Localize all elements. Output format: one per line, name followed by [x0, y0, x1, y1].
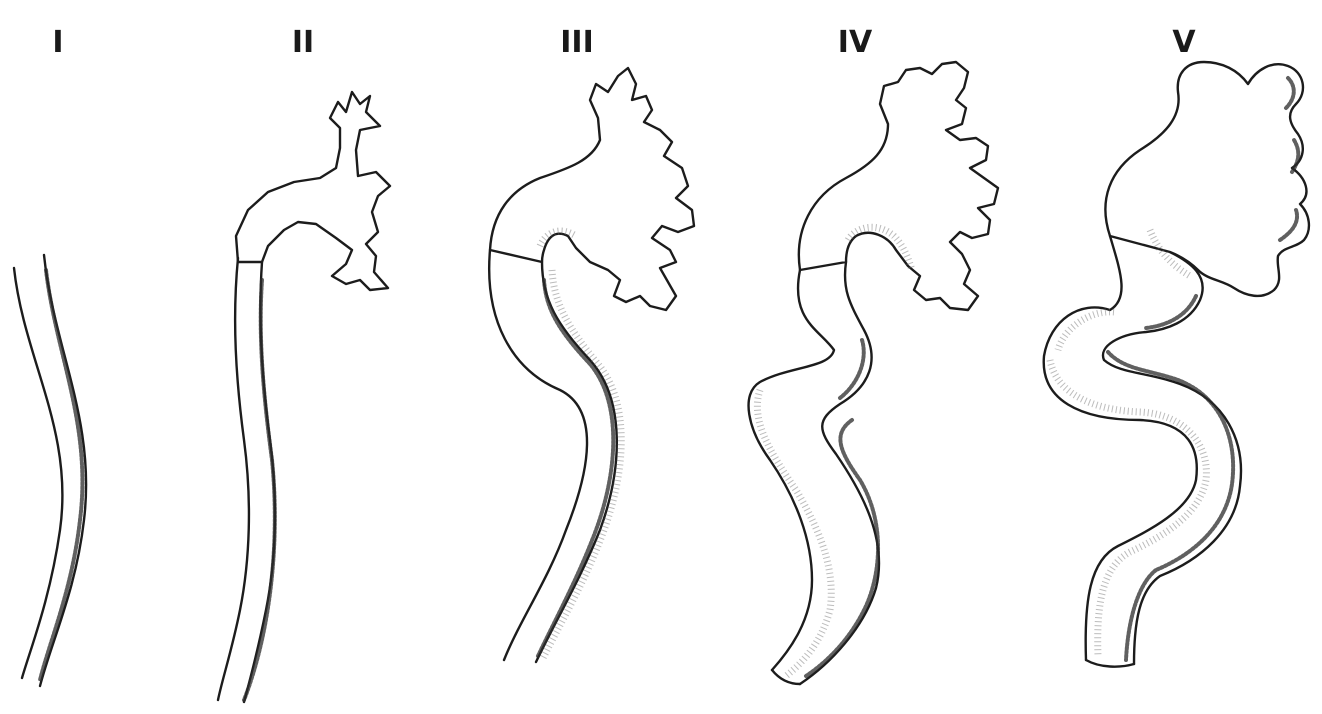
stage-3-drawing	[489, 68, 694, 662]
stage-label-3: III	[560, 25, 594, 60]
stage-4-drawing	[749, 62, 998, 684]
stage-1-drawing	[14, 255, 86, 686]
stage-5-drawing	[1044, 62, 1309, 667]
stage-label-2: II	[292, 25, 314, 60]
stage-label-5: V	[1172, 25, 1196, 60]
stage-label-4: IV	[838, 25, 873, 60]
stage-2-drawing	[218, 92, 390, 702]
stage-label-1: I	[52, 25, 63, 60]
